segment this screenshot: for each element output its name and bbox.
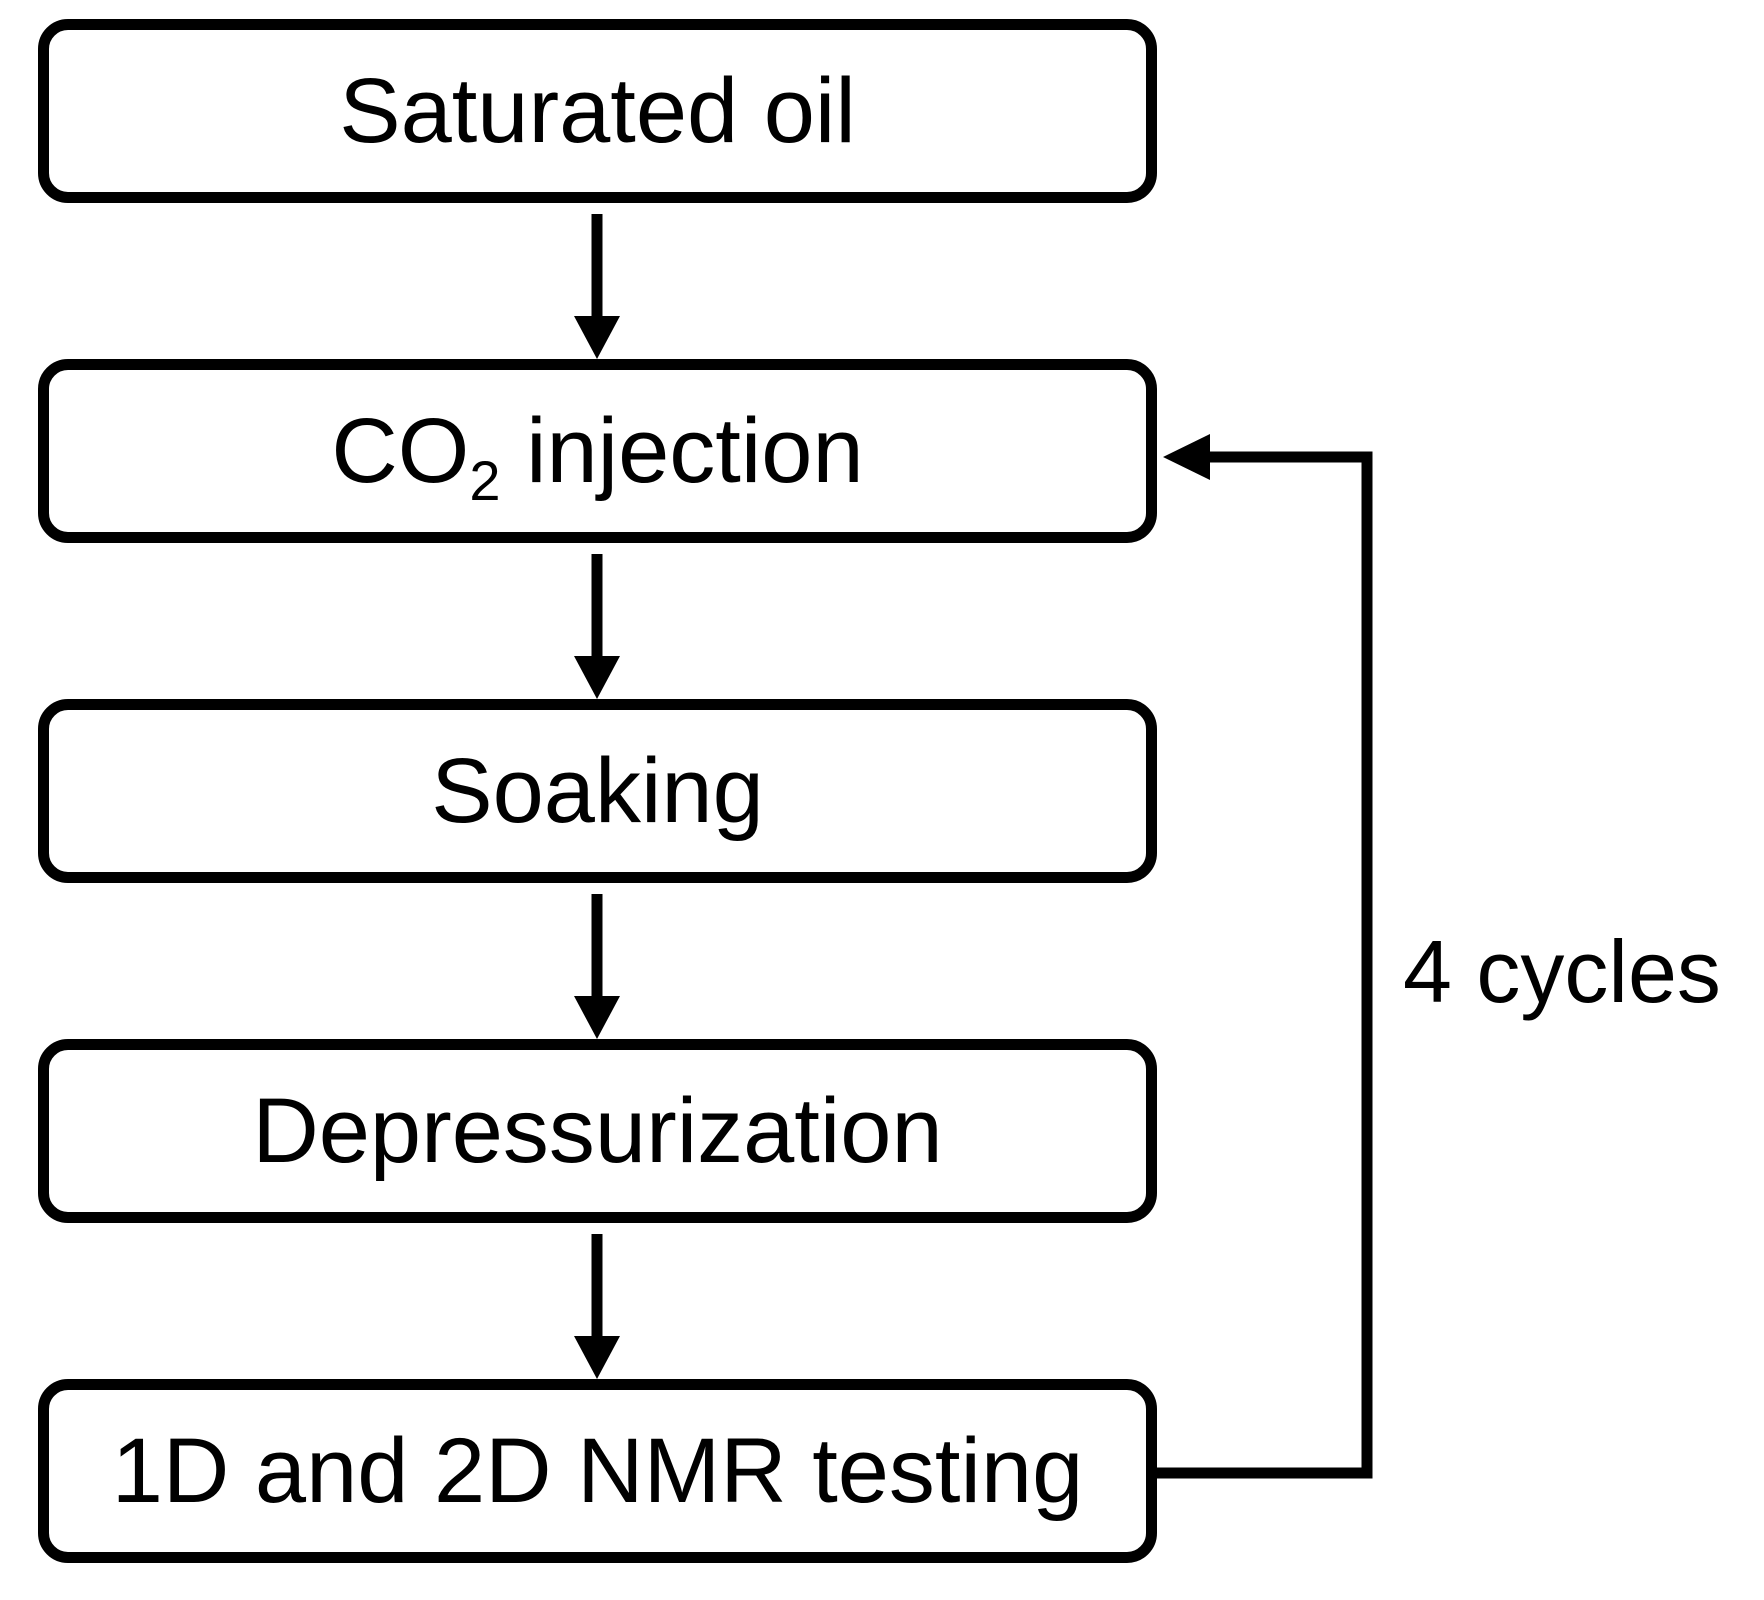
co2-rest-text: injection: [500, 400, 864, 502]
co2-subscript: 2: [469, 448, 501, 512]
loop-arrow-nmr-to-co2-injection: [1157, 434, 1373, 1479]
step-co2-injection: CO2 injection: [38, 359, 1157, 543]
step-saturated-oil-label: Saturated oil: [339, 60, 856, 162]
step-saturated-oil: Saturated oil: [38, 19, 1157, 203]
step-co2-injection-label: CO2 injection: [331, 405, 863, 508]
arrow-co2-injection-to-soaking: [574, 554, 620, 699]
step-nmr-testing: 1D and 2D NMR testing: [38, 1379, 1157, 1563]
arrow-soaking-to-depressurization: [574, 894, 620, 1039]
step-nmr-testing-label: 1D and 2D NMR testing: [111, 1420, 1084, 1522]
step-soaking: Soaking: [38, 699, 1157, 883]
step-soaking-label: Soaking: [431, 740, 764, 842]
step-depressurization-label: Depressurization: [252, 1080, 943, 1182]
arrow-saturated-oil-to-co2-injection: [574, 214, 620, 359]
co2-main-text: CO: [331, 400, 470, 502]
arrow-depressurization-to-nmr-testing: [574, 1234, 620, 1379]
loop-cycles-label: 4 cycles: [1403, 922, 1721, 1021]
step-depressurization: Depressurization: [38, 1039, 1157, 1223]
